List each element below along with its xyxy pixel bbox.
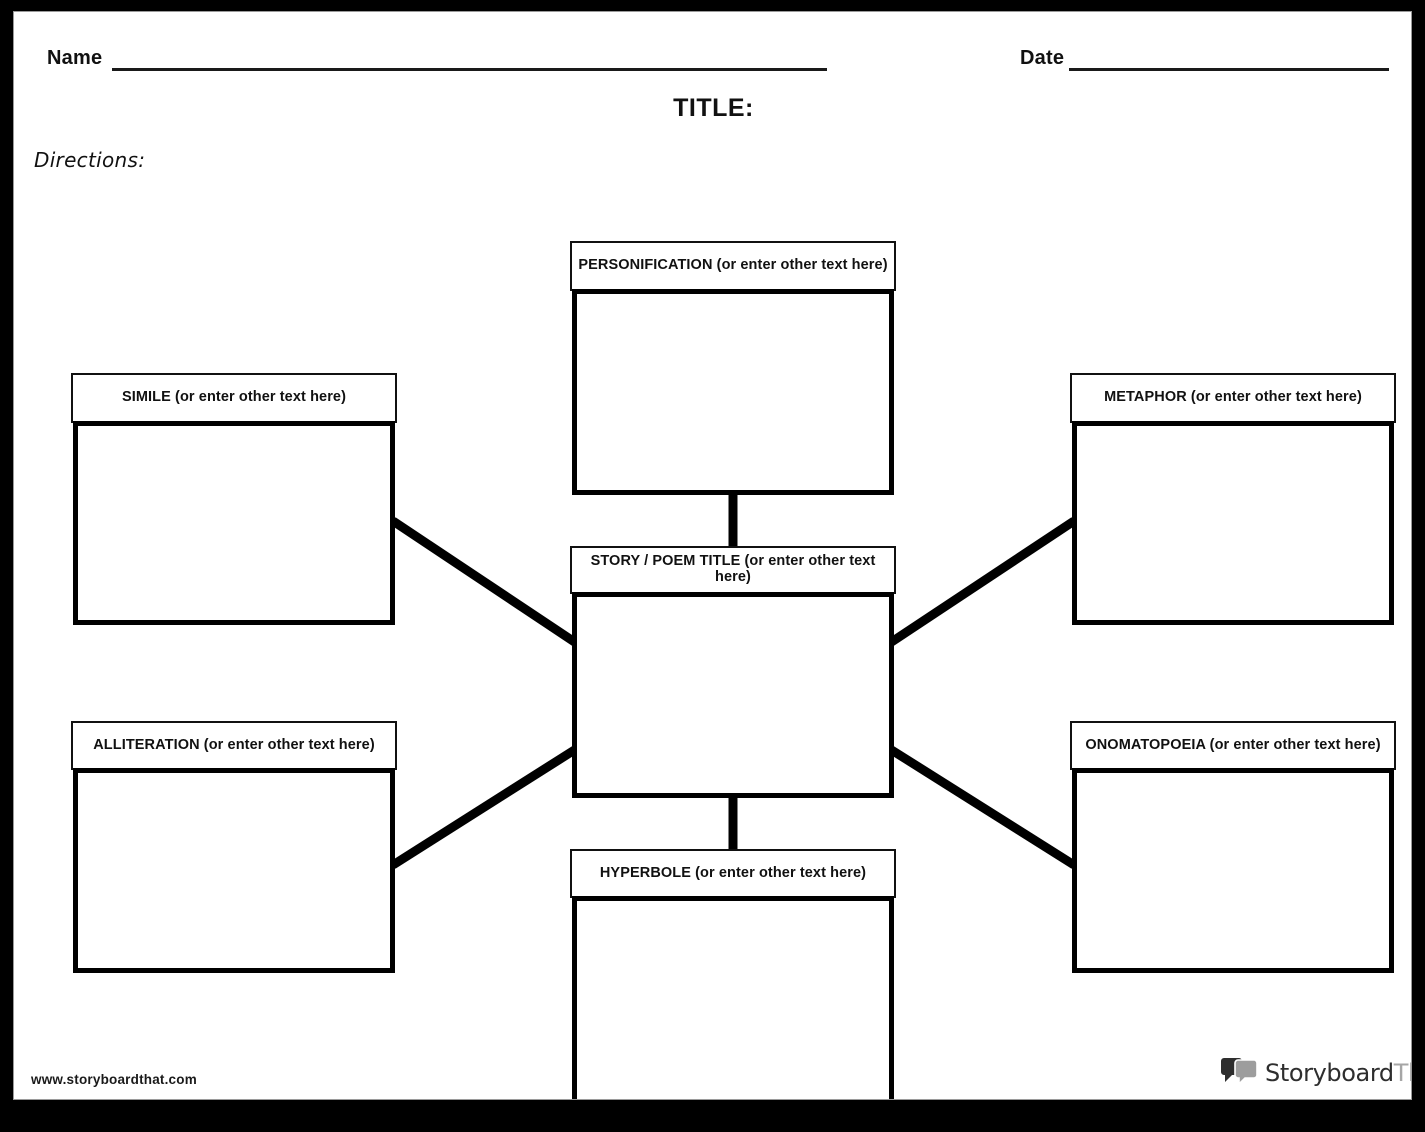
node-personification-caption-text: PERSONIFICATION (or enter other text her… (578, 257, 888, 274)
connector-metaphor (887, 517, 1077, 647)
page-title: TITLE: (673, 94, 754, 122)
directions-label: Directions: (34, 148, 146, 172)
node-personification-caption[interactable]: PERSONIFICATION (or enter other text her… (570, 241, 896, 291)
node-story-poem-title: STORY / POEM TITLE (or enter other text … (570, 546, 896, 798)
name-label: Name (47, 47, 103, 69)
worksheet-page: Name Date TITLE: Directions: PERSONIFICA… (13, 11, 1412, 1100)
node-alliteration-body[interactable] (73, 768, 395, 973)
logo-text-primary: Storyboard (1265, 1059, 1394, 1087)
node-onomatopoeia-caption[interactable]: ONOMATOPOEIA (or enter other text here) (1070, 721, 1396, 770)
node-onomatopoeia-body[interactable] (1072, 768, 1394, 973)
date-label: Date (1020, 47, 1065, 69)
node-alliteration: ALLITERATION (or enter other text here) (71, 721, 397, 973)
name-input-line[interactable] (112, 68, 827, 71)
node-alliteration-caption-text: ALLITERATION (or enter other text here) (93, 736, 375, 753)
footer-url[interactable]: www.storyboardthat.com (31, 1072, 197, 1087)
node-simile-body[interactable] (73, 421, 395, 625)
speech-bubbles-icon (1221, 1058, 1258, 1086)
node-metaphor-caption-text: METAPHOR (or enter other text here) (1104, 389, 1362, 406)
node-story-poem-title-caption-text: STORY / POEM TITLE (or enter other text … (590, 553, 876, 585)
logo-text: StoryboardThat (1265, 1059, 1411, 1087)
connector-onomatopoeia (887, 745, 1077, 869)
node-personification-body[interactable] (572, 289, 894, 495)
node-alliteration-caption[interactable]: ALLITERATION (or enter other text here) (71, 721, 397, 770)
connector-alliteration (390, 745, 579, 869)
node-hyperbole: HYPERBOLE (or enter other text here) (570, 849, 896, 1099)
node-hyperbole-caption[interactable]: HYPERBOLE (or enter other text here) (570, 849, 896, 898)
node-metaphor: METAPHOR (or enter other text here) (1070, 373, 1396, 625)
node-story-poem-title-caption[interactable]: STORY / POEM TITLE (or enter other text … (570, 546, 896, 594)
node-personification: PERSONIFICATION (or enter other text her… (570, 241, 896, 495)
node-simile-caption-text: SIMILE (or enter other text here) (121, 389, 347, 406)
node-simile: SIMILE (or enter other text here) (71, 373, 397, 625)
node-onomatopoeia-caption-text: ONOMATOPOEIA (or enter other text here) (1085, 736, 1381, 753)
connector-lines (390, 495, 1077, 869)
node-hyperbole-caption-text: HYPERBOLE (or enter other text here) (599, 864, 867, 881)
node-hyperbole-body[interactable] (572, 896, 894, 1099)
node-onomatopoeia: ONOMATOPOEIA (or enter other text here) (1070, 721, 1396, 973)
node-metaphor-body[interactable] (1072, 421, 1394, 625)
logo-text-secondary: That (1393, 1059, 1411, 1087)
node-story-poem-title-body[interactable] (572, 592, 894, 798)
connector-simile (390, 517, 579, 647)
node-simile-caption[interactable]: SIMILE (or enter other text here) (71, 373, 397, 423)
date-input-line[interactable] (1069, 68, 1389, 71)
storyboardthat-logo[interactable]: StoryboardThat (1220, 1058, 1411, 1088)
node-metaphor-caption[interactable]: METAPHOR (or enter other text here) (1070, 373, 1396, 423)
